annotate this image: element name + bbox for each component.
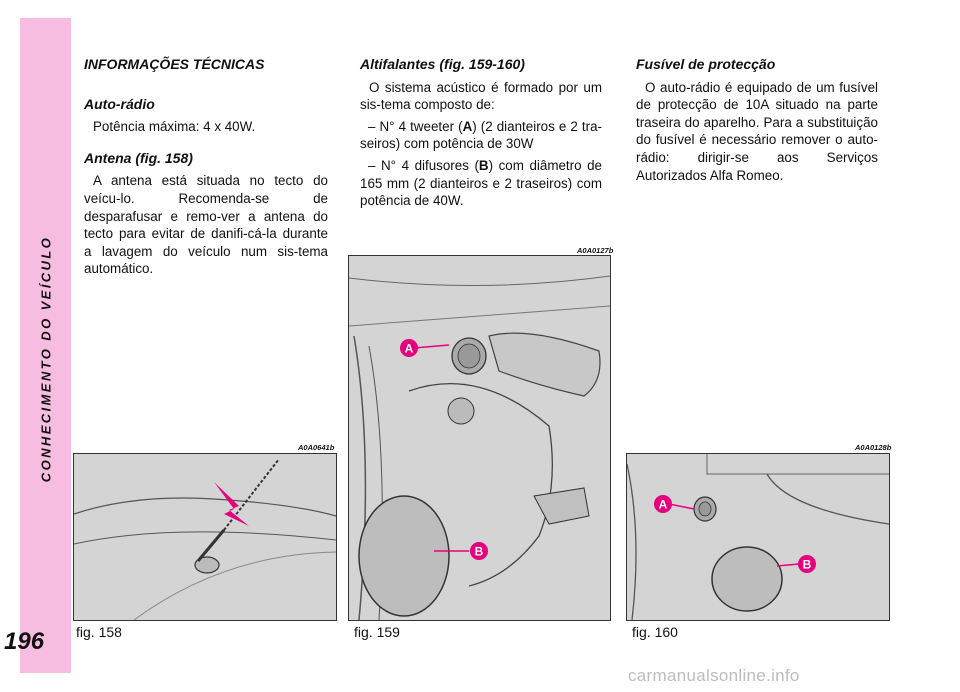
callout-b-circle xyxy=(798,555,816,573)
column-2: Altifalantes (fig. 159-160) O sistema ac… xyxy=(360,56,602,210)
fig-159-caption: fig. 159 xyxy=(354,624,400,640)
callout-a-circle xyxy=(654,495,672,513)
rear-panel-drawing: A B xyxy=(627,454,889,620)
callout-a-label: A xyxy=(405,342,414,356)
fig-159-160-ref: fig. 159-160 xyxy=(444,56,521,72)
column-3: Fusível de protecção O auto-rádio é equi… xyxy=(636,56,878,184)
page-number: 196 xyxy=(4,628,45,655)
radio-power-text: Potência máxima: 4 x 40W. xyxy=(93,119,256,135)
fig-159-door-speakers-illustration: A B xyxy=(348,255,611,621)
fig-160-rear-speakers-illustration: A B xyxy=(626,453,890,621)
callout-b-label: B xyxy=(475,545,484,559)
antenna-drawing xyxy=(74,458,336,620)
watermark-footer: carmanualsonline.info xyxy=(628,666,800,685)
door-drawing: A B xyxy=(349,275,610,620)
fig-158-ref: fig. 158 xyxy=(140,149,189,166)
antenna-heading: Antena (fig. 158) xyxy=(84,149,193,166)
callout-b-label: B xyxy=(803,558,812,572)
diffuser-text: – N° 4 difusores (B) com diâmetro de 165… xyxy=(360,157,602,209)
tweeter-text: – N° 4 tweeter (A) (2 dianteiros e 2 tra… xyxy=(360,118,602,152)
fig-158-caption: fig. 158 xyxy=(76,624,122,640)
radio-heading: Auto-rádio xyxy=(84,95,155,112)
callout-a-label: A xyxy=(659,498,668,512)
section-title: CONHECIMENTO DO VEÍCULO xyxy=(38,235,53,482)
fig-158-antenna-illustration xyxy=(73,453,337,621)
fig-160-code: A0A0128b xyxy=(855,443,892,452)
speakers-text: O sistema acústico é formado por um sis-… xyxy=(360,79,602,113)
antenna-text: A antena está situada no tecto do veícu-… xyxy=(84,173,328,277)
fig-158-code: A0A0641b xyxy=(298,443,335,452)
callout-a-circle xyxy=(400,339,418,357)
fuse-heading: Fusível de protecção xyxy=(636,56,776,72)
callout-b-circle xyxy=(470,542,488,560)
column-1: INFORMAÇÕES TÉCNICAS Auto-rádio Potência… xyxy=(84,56,328,278)
arrow-icon xyxy=(214,482,249,526)
sidebar: CONHECIMENTO DO VEÍCULO xyxy=(20,18,71,673)
fig-160-caption: fig. 160 xyxy=(632,624,678,640)
fig-159-code: A0A0127b xyxy=(577,246,614,255)
fuse-text: O auto-rádio é equipado de um fusível de… xyxy=(636,79,878,183)
speakers-heading: Altifalantes (fig. 159-160) xyxy=(360,56,525,72)
section-heading: INFORMAÇÕES TÉCNICAS xyxy=(84,56,265,72)
